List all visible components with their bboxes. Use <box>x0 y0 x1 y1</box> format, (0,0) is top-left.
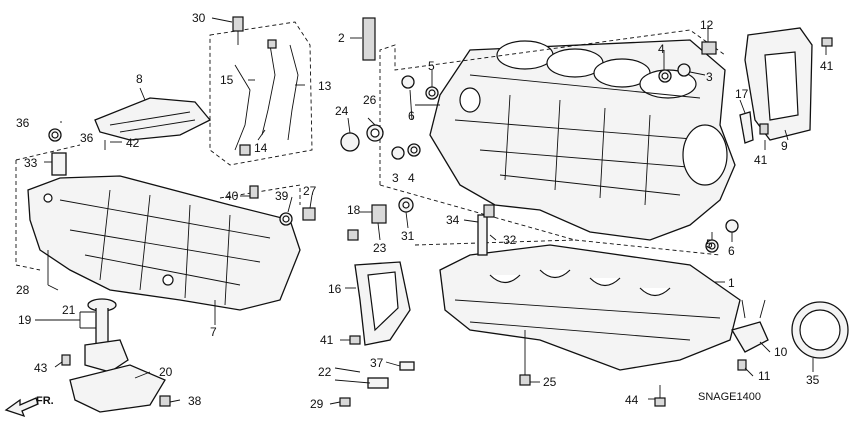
front-direction-indicator: FR. <box>4 395 54 418</box>
diagram-code: SNAGE1400 <box>698 391 761 403</box>
cylinder-block <box>379 29 736 256</box>
callout-41: 41 <box>320 333 334 347</box>
callout-25: 25 <box>543 375 557 389</box>
bracket <box>731 299 769 353</box>
callout-38: 38 <box>188 394 202 408</box>
callout-2: 2 <box>338 31 345 45</box>
callout-43: 43 <box>34 361 48 375</box>
chain-case <box>354 261 411 346</box>
oil-pan <box>15 144 301 311</box>
callout-7: 7 <box>210 325 217 339</box>
callout-26: 26 <box>363 93 377 107</box>
callout-22: 22 <box>318 365 332 379</box>
oil-jet-assembly <box>209 21 313 166</box>
callout-10: 10 <box>774 345 788 359</box>
callout-14: 14 <box>254 141 268 155</box>
callout-29: 29 <box>310 397 324 411</box>
callout-40: 40 <box>225 189 239 203</box>
callout-37: 37 <box>370 356 384 370</box>
callout-17: 17 <box>735 87 749 101</box>
callout-8: 8 <box>136 72 143 86</box>
callout-28: 28 <box>16 283 30 297</box>
callout-31: 31 <box>401 229 415 243</box>
rear-oil-seal <box>791 301 849 359</box>
callout-39: 39 <box>275 189 289 203</box>
oil-strainer <box>69 298 166 413</box>
callout-15: 15 <box>220 73 234 87</box>
callout-30: 30 <box>192 11 206 25</box>
callout-16: 16 <box>328 282 342 296</box>
callout-42: 42 <box>126 136 140 150</box>
callout-4: 4 <box>408 171 415 185</box>
callout-18: 18 <box>347 203 361 217</box>
callout-36: 36 <box>80 131 94 145</box>
callout-labels: 1 2 3 3 3 4 4 5 5 6 6 7 8 9 10 11 12 13 … <box>16 11 834 411</box>
small-parts <box>47 16 833 407</box>
callout-13: 13 <box>318 79 332 93</box>
callout-41: 41 <box>754 153 768 167</box>
front-label: FR. <box>36 395 54 407</box>
callout-35: 35 <box>806 373 820 387</box>
callout-24: 24 <box>335 104 349 118</box>
callout-5: 5 <box>706 237 713 251</box>
callout-23: 23 <box>373 241 387 255</box>
lower-block <box>414 239 741 371</box>
callout-27: 27 <box>303 184 317 198</box>
callout-41: 41 <box>820 59 834 73</box>
callout-5: 5 <box>428 59 435 73</box>
callout-3: 3 <box>392 171 399 185</box>
callout-3: 3 <box>706 70 713 84</box>
callout-32: 32 <box>503 233 517 247</box>
callout-6: 6 <box>408 109 415 123</box>
callout-44: 44 <box>625 393 639 407</box>
callout-6: 6 <box>728 244 735 258</box>
callout-11: 11 <box>758 369 771 383</box>
callout-33: 33 <box>24 156 38 170</box>
callout-12: 12 <box>700 18 714 32</box>
callout-21: 21 <box>62 303 76 317</box>
leader-lines <box>35 17 827 405</box>
callout-1: 1 <box>728 276 735 290</box>
callout-19: 19 <box>18 313 32 327</box>
callout-36: 36 <box>16 116 30 130</box>
baffle-plate <box>94 97 212 141</box>
cover-plate <box>744 27 813 141</box>
callout-9: 9 <box>781 139 788 153</box>
callout-20: 20 <box>159 365 173 379</box>
callout-34: 34 <box>446 213 460 227</box>
callout-4: 4 <box>658 42 665 56</box>
